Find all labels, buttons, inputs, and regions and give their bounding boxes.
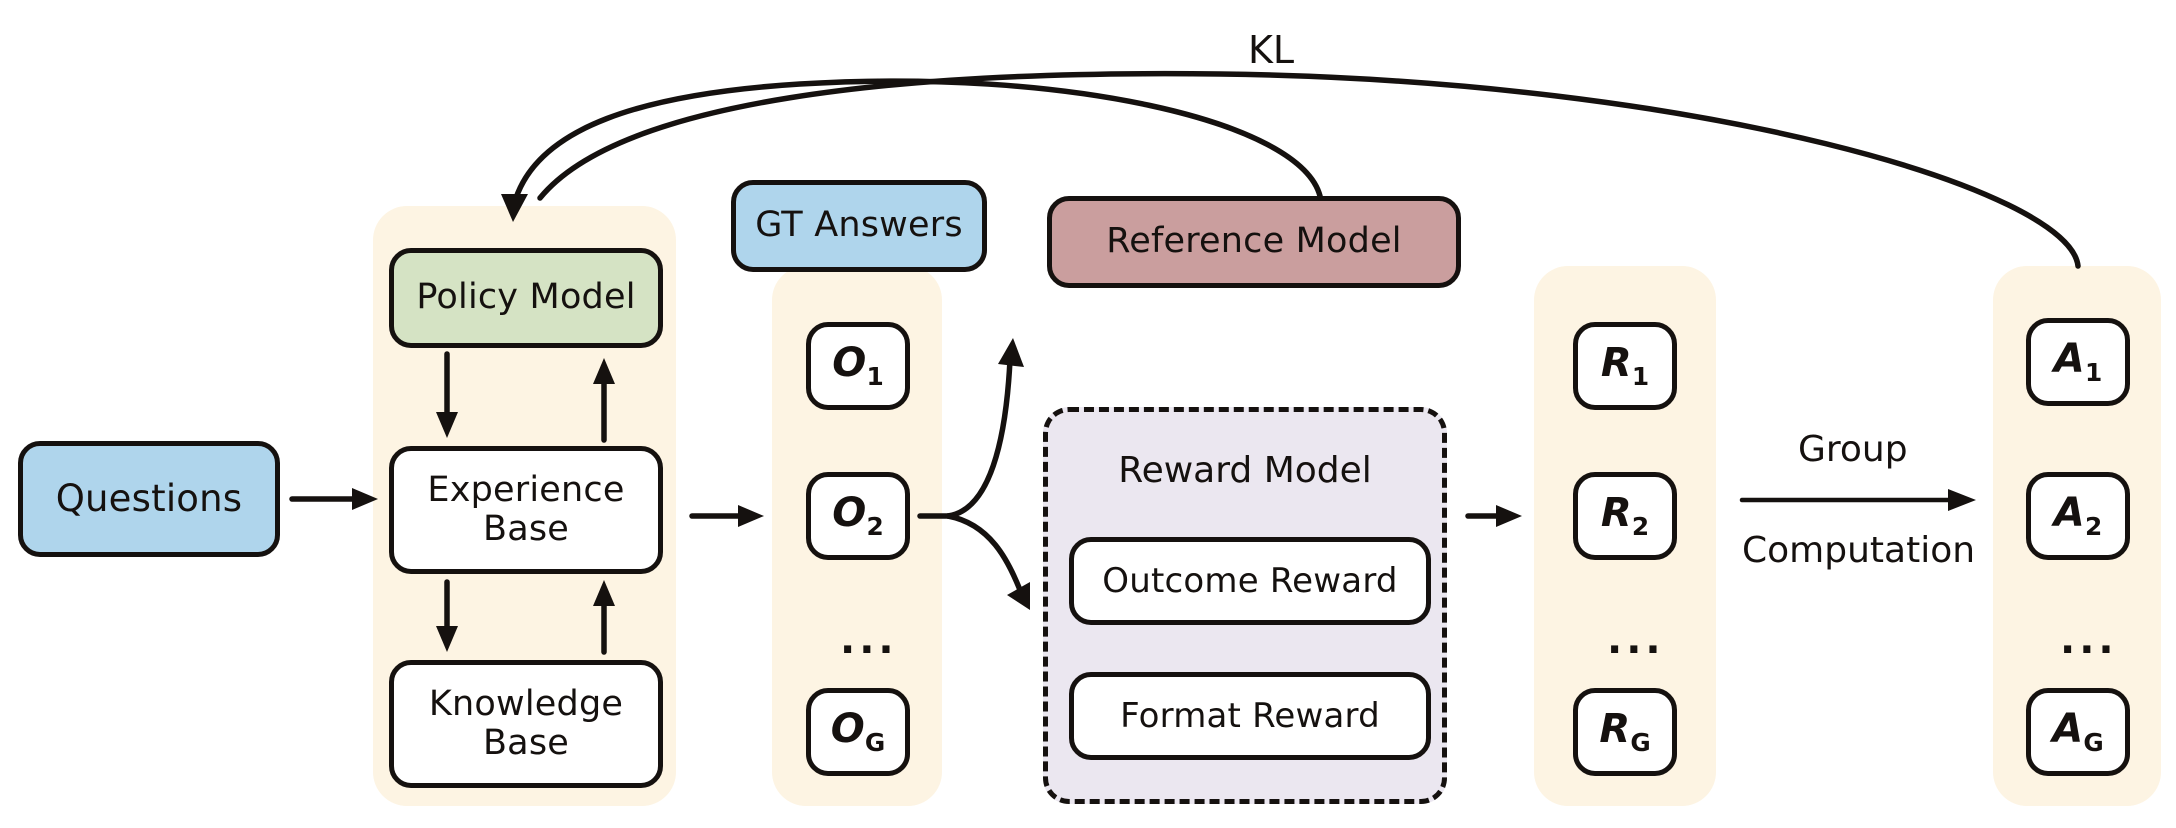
advantage-2-sub: 2	[2084, 512, 2103, 542]
output-1-base: O	[832, 340, 867, 387]
node-reward-g[interactable]: RG	[1573, 688, 1677, 776]
node-output-1[interactable]: O1	[806, 322, 910, 410]
node-reward-2[interactable]: R2	[1573, 472, 1677, 560]
node-policy-model-label: Policy Model	[416, 277, 636, 318]
output-1-sub: 1	[866, 362, 884, 392]
outputs-ellipsis: ...	[840, 617, 898, 663]
arrow-reward-to-rewards	[1465, 505, 1522, 527]
knowledge-base-line-2: Base	[482, 723, 569, 763]
output-2-base: O	[832, 490, 867, 537]
node-knowledge-base[interactable]: Knowledge Base	[389, 660, 663, 788]
advantage-2-base: A	[2053, 490, 2085, 537]
advantages-ellipsis: ...	[2060, 617, 2118, 663]
node-policy-model[interactable]: Policy Model	[389, 248, 663, 348]
node-format-reward[interactable]: Format Reward	[1069, 672, 1431, 760]
node-reference-model-label: Reference Model	[1106, 221, 1402, 262]
knowledge-base-line-1: Knowledge	[428, 683, 624, 724]
arrow-group-computation	[1739, 489, 1976, 511]
node-advantage-g[interactable]: AG	[2026, 688, 2130, 776]
node-outcome-reward[interactable]: Outcome Reward	[1069, 537, 1431, 625]
advantage-1-sub: 1	[2084, 358, 2103, 388]
node-advantage-2-label: A2	[2048, 491, 2108, 541]
experience-base-line-1: Experience	[427, 469, 625, 510]
node-questions-label: Questions	[55, 477, 243, 521]
node-reward-1[interactable]: R1	[1573, 322, 1677, 410]
reward-g-base: R	[1599, 706, 1631, 753]
node-gt-answers-label: GT Answers	[755, 205, 963, 246]
node-gt-answers[interactable]: GT Answers	[731, 180, 987, 272]
advantage-g-base: A	[2052, 706, 2084, 753]
rewards-ellipsis: ...	[1607, 617, 1665, 663]
kl-label: KL	[1248, 28, 1295, 72]
node-experience-base-label: Experience Base	[421, 469, 630, 549]
reward-g-sub: G	[1630, 728, 1651, 758]
output-g-base: O	[830, 706, 865, 753]
reward-2-base: R	[1600, 490, 1632, 537]
node-output-1-label: O1	[826, 341, 889, 391]
node-reference-model[interactable]: Reference Model	[1047, 196, 1461, 288]
node-reward-g-label: RG	[1593, 707, 1656, 757]
arrow-experience-to-outputs	[689, 505, 764, 527]
output-2-sub: 2	[866, 512, 884, 542]
node-experience-base[interactable]: Experience Base	[389, 446, 663, 574]
node-reward-2-label: R2	[1595, 491, 1655, 541]
node-advantage-1-label: A1	[2048, 337, 2108, 387]
node-output-g-label: OG	[825, 707, 892, 757]
node-output-2[interactable]: O2	[806, 472, 910, 560]
group-computation-label-top: Group	[1798, 429, 1908, 470]
node-advantage-2[interactable]: A2	[2026, 472, 2130, 560]
node-outcome-reward-label: Outcome Reward	[1102, 560, 1398, 601]
reward-2-sub: 2	[1631, 512, 1650, 542]
arrow-questions-to-experience-base	[289, 488, 378, 510]
reward-model-title: Reward Model	[1118, 450, 1372, 491]
reward-1-sub: 1	[1631, 362, 1650, 392]
node-format-reward-label: Format Reward	[1120, 695, 1380, 736]
group-computation-label-bottom: Computation	[1742, 530, 1976, 571]
node-questions[interactable]: Questions	[18, 441, 280, 557]
node-output-2-label: O2	[826, 491, 889, 541]
node-advantage-g-label: AG	[2046, 707, 2110, 757]
reward-1-base: R	[1600, 340, 1632, 387]
node-knowledge-base-label: Knowledge Base	[423, 683, 629, 763]
advantage-1-base: A	[2053, 336, 2085, 383]
output-g-sub: G	[864, 728, 886, 758]
experience-base-line-2: Base	[482, 509, 570, 549]
node-reward-1-label: R1	[1595, 341, 1655, 391]
advantage-g-sub: G	[2083, 728, 2104, 758]
node-output-g[interactable]: OG	[806, 688, 910, 776]
node-advantage-1[interactable]: A1	[2026, 318, 2130, 406]
